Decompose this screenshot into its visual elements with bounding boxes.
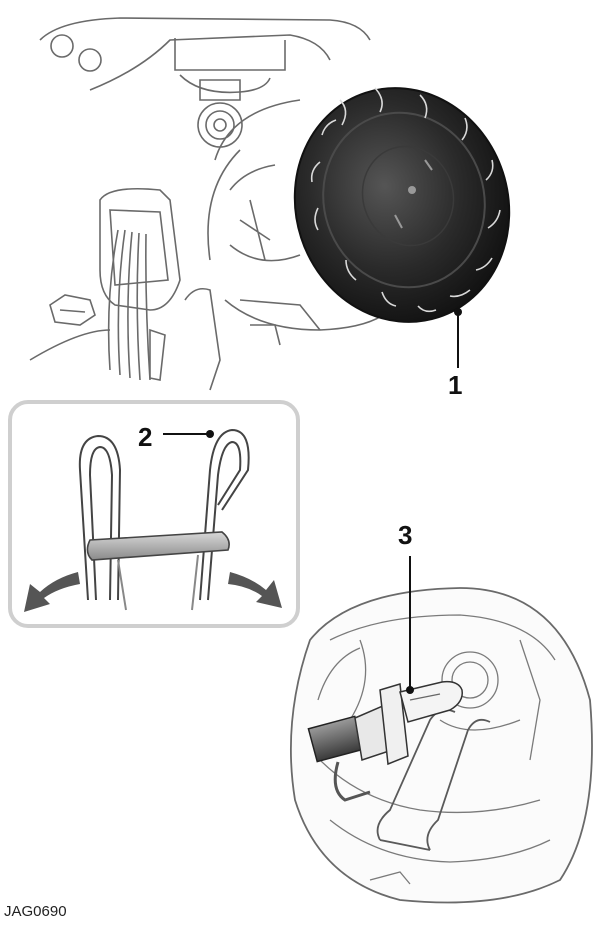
dust-cover [293, 87, 511, 323]
callout-1: 1 [448, 370, 463, 400]
callout-2: 2 [138, 422, 153, 452]
headlamp-bulb-view [289, 556, 593, 904]
right-arrow-icon [228, 572, 282, 608]
reference-code: JAG0690 [4, 903, 67, 920]
left-arrow-icon [24, 572, 80, 612]
retaining-clip-inset [8, 400, 300, 628]
callout-leader-1 [454, 308, 462, 368]
bulb [307, 680, 463, 802]
headlamp-housing-top [29, 17, 391, 391]
callout-3: 3 [398, 520, 413, 550]
